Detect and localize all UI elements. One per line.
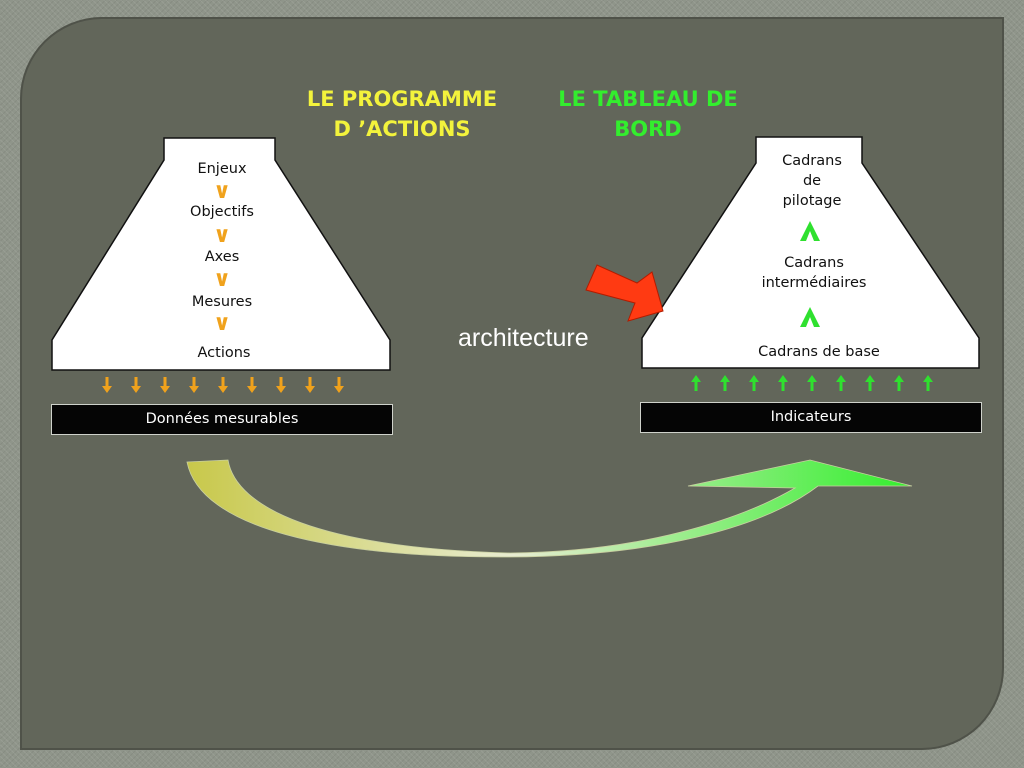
chevron-down-icon: ∨: [213, 267, 231, 292]
arrow-up-icon: [691, 375, 701, 391]
chevron-up-icon: [800, 307, 820, 327]
left-title-line1: LE PROGRAMME: [306, 87, 498, 111]
chevron-down-icon: ∨: [213, 311, 231, 336]
right-top-line2: de: [802, 173, 822, 189]
left-title: LE PROGRAMME D ’ACTIONS: [290, 84, 514, 144]
right-top-line1: Cadrans: [782, 153, 842, 169]
right-title: LE TABLEAU DE BORD: [538, 84, 758, 144]
right-item-intermediaires: Cadrans intermédiaires: [746, 253, 882, 293]
arrow-down-icon: [276, 377, 286, 393]
chevron-down-icon: ∨: [213, 179, 231, 204]
arrow-up-icon: [720, 375, 730, 391]
right-top-line3: pilotage: [782, 193, 842, 209]
left-bar-label: Données mesurables: [145, 411, 299, 427]
arrow-down-icon: [334, 377, 344, 393]
chevron-up-icon: [800, 221, 820, 241]
arrow-down-icon: [189, 377, 199, 393]
curved-arrow: [186, 459, 913, 558]
arrow-down-icon: [218, 377, 228, 393]
arrow-up-icon: [807, 375, 817, 391]
right-bar-label: Indicateurs: [770, 409, 852, 425]
right-title-line2: BORD: [614, 117, 682, 141]
arrow-down-icon: [102, 377, 112, 393]
left-data-bar: Données mesurables: [52, 405, 392, 434]
architecture-label: architecture: [458, 324, 589, 352]
left-item-objectifs: Objectifs: [190, 204, 254, 220]
chevron-down-icon: ∨: [213, 223, 231, 248]
left-item-enjeux: Enjeux: [197, 161, 247, 177]
left-pyramid: [51, 137, 391, 371]
right-title-line1: LE TABLEAU DE: [558, 87, 738, 111]
arrow-down-icon: [247, 377, 257, 393]
arrow-up-icon: [923, 375, 933, 391]
right-middle-line1: Cadrans: [784, 255, 844, 271]
right-indicator-bar: Indicateurs: [641, 403, 981, 432]
architecture-arrow: [585, 264, 664, 322]
arrow-up-icon: [749, 375, 759, 391]
arrow-down-icon: [305, 377, 315, 393]
left-item-mesures: Mesures: [191, 294, 253, 310]
arrow-down-icon: [160, 377, 170, 393]
arrow-up-icon: [865, 375, 875, 391]
arrow-up-icon: [894, 375, 904, 391]
right-item-base: Cadrans de base: [758, 344, 880, 360]
left-item-actions: Actions: [197, 345, 251, 361]
left-title-line2: D ’ACTIONS: [333, 117, 471, 141]
right-item-pilotage: Cadrans de pilotage: [760, 151, 864, 211]
right-pyramid: [641, 136, 980, 369]
arrow-down-icon: [131, 377, 141, 393]
arrow-up-icon: [836, 375, 846, 391]
arrow-up-icon: [778, 375, 788, 391]
right-middle-line2: intermédiaires: [761, 275, 867, 291]
left-item-axes: Axes: [204, 249, 240, 265]
